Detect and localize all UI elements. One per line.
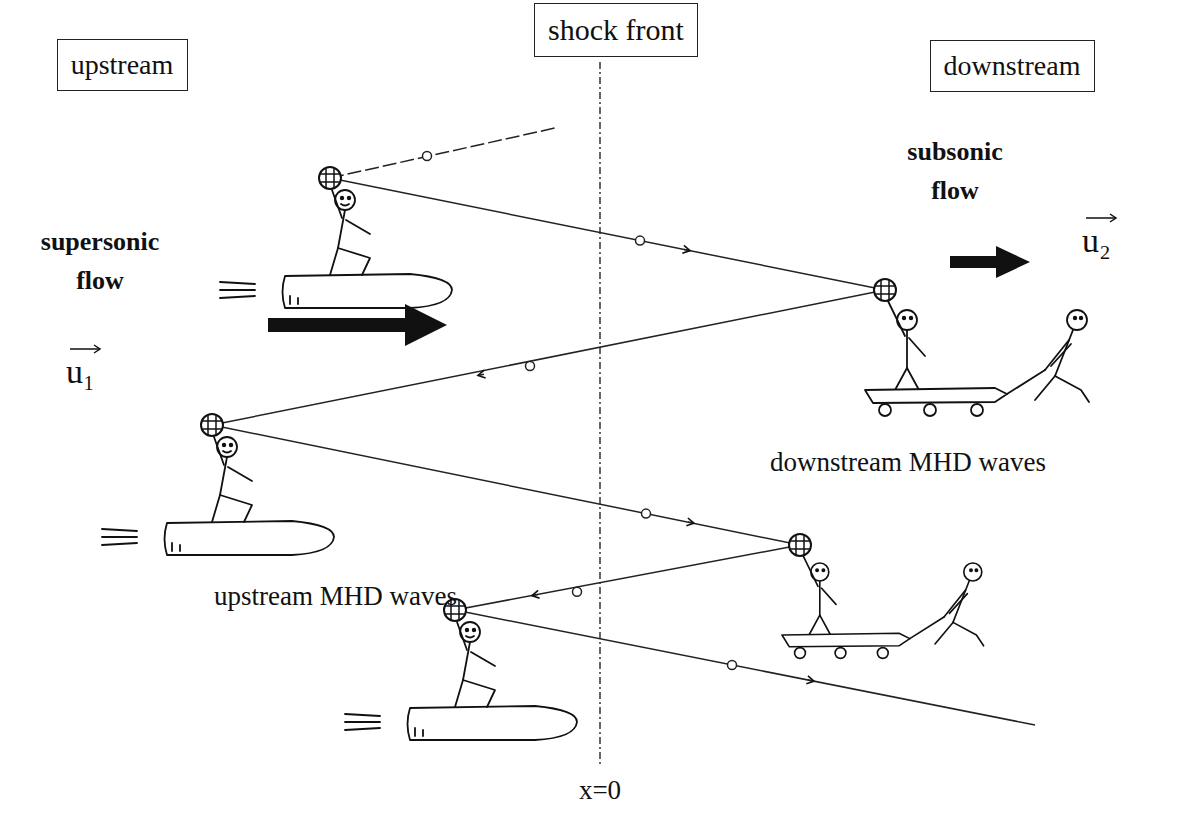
velocity-symbol: u₂: [1082, 221, 1111, 262]
wave-label: upstream MHD waves: [214, 580, 457, 612]
region-label: shock front: [548, 13, 684, 47]
flow-label: subsonic flow: [890, 132, 1020, 210]
wave-label: downstream MHD waves: [770, 446, 1046, 478]
region-box: shock front: [534, 3, 698, 57]
region-label: upstream: [71, 49, 174, 81]
region-box: upstream: [57, 39, 188, 91]
region-box: downstream: [930, 40, 1095, 92]
region-label: downstream: [944, 50, 1081, 82]
velocity-symbol: u₁: [66, 352, 95, 393]
flow-label: supersonic flow: [30, 222, 170, 300]
position-label: x=0: [579, 774, 621, 806]
